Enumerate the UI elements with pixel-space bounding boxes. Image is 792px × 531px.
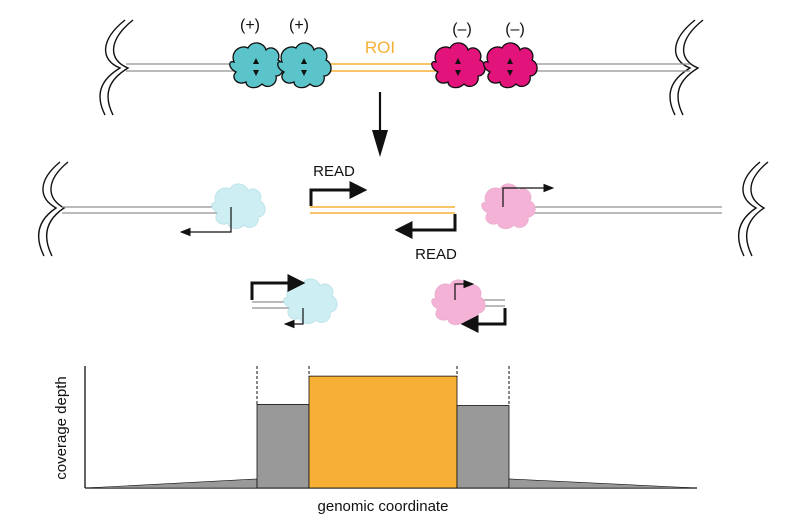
boundary-guides	[256, 366, 510, 405]
coverage-right-tail	[508, 478, 698, 489]
dna-top	[126, 63, 690, 72]
label-read-top: READ	[313, 163, 355, 180]
coverage-right-shoulder	[456, 405, 510, 489]
fragment-right	[431, 279, 507, 333]
process-arrow	[372, 92, 388, 157]
label-plus-2: (+)	[289, 17, 309, 34]
thin-arrow-right	[502, 183, 555, 207]
protein-plus-1	[229, 42, 284, 89]
fragment-right-read-arrow	[460, 308, 507, 333]
protein-faded-pink-fragment	[431, 279, 486, 326]
read-arrow-top	[309, 181, 368, 206]
coverage-plot: coverage depth genomic coordinate	[53, 366, 698, 515]
fragment-right-thin-arrow	[454, 279, 475, 300]
label-read-bottom: READ	[415, 246, 457, 263]
fragment-left-read-arrow	[250, 274, 306, 300]
break-mark-top-left	[99, 19, 134, 116]
protein-minus-1	[431, 42, 486, 89]
dna-mid	[62, 206, 722, 214]
protein-minus-2	[483, 42, 538, 89]
protein-plus-2	[277, 42, 332, 89]
break-mark-mid-left	[37, 161, 69, 257]
fragment-left	[250, 274, 338, 329]
protein-faded-teal-fragment	[283, 278, 338, 325]
coverage-left-shoulder	[256, 403, 310, 489]
label-roi: ROI	[365, 38, 395, 57]
coverage-left-tail	[84, 478, 258, 489]
read-arrow-bottom	[394, 214, 457, 239]
label-minus-2: (–)	[505, 21, 525, 38]
top-row: (+) (+) (–) (–) ROI	[99, 17, 704, 116]
middle-row: READ READ	[37, 161, 769, 263]
label-plus-1: (+)	[240, 17, 260, 34]
break-mark-top-right	[669, 19, 704, 116]
roi-dna-top	[325, 63, 440, 72]
fragment-left-thin-arrow	[283, 308, 304, 329]
y-axis-label: coverage depth	[53, 376, 70, 479]
protein-faded-pink	[481, 183, 536, 230]
thin-arrow-left	[179, 207, 232, 237]
break-mark-mid-right	[737, 161, 769, 257]
label-minus-1: (–)	[452, 21, 472, 38]
protein-faded-teal	[211, 183, 266, 230]
fragment-row	[250, 274, 507, 333]
coverage-roi	[308, 375, 458, 489]
x-axis-label: genomic coordinate	[318, 498, 449, 515]
roi-fragment	[310, 206, 455, 214]
